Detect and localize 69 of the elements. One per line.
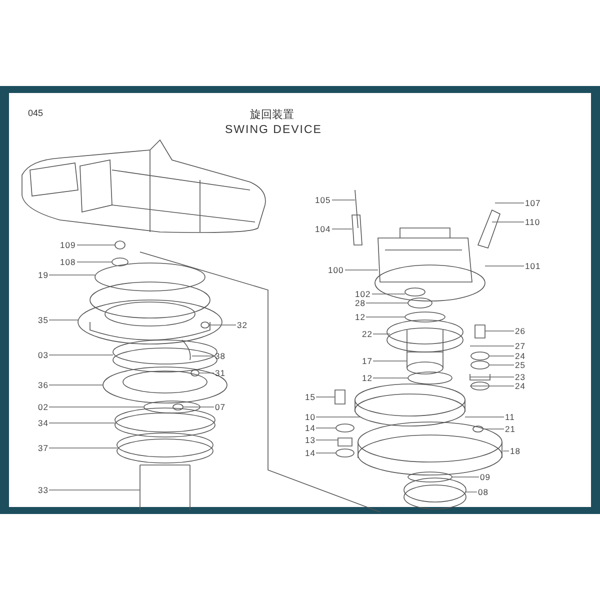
title: 旋回装置 — [250, 107, 294, 122]
callout-number: 38 — [215, 352, 226, 360]
callout-number: 24 — [515, 352, 526, 360]
leader-line — [48, 422, 116, 424]
leader-line — [316, 416, 360, 418]
leader-line — [76, 244, 116, 246]
callout-number: 26 — [515, 327, 526, 335]
callout-number: 100 — [328, 266, 344, 274]
callout-number: 10 — [305, 413, 316, 421]
leader-line — [208, 324, 236, 326]
callout-number: 14 — [305, 449, 316, 457]
callout-number: 18 — [510, 447, 520, 455]
leader-line — [366, 302, 408, 304]
callout-number: 24 — [515, 382, 526, 390]
callout-number: 109 — [60, 241, 76, 249]
callout-number: 07 — [215, 403, 226, 411]
callout-number: 17 — [362, 357, 372, 365]
callout-number: 36 — [38, 381, 48, 389]
leader-line — [482, 428, 504, 430]
callout-number: 13 — [305, 436, 316, 444]
callout-number: 110 — [525, 218, 540, 226]
callout-number: 107 — [525, 199, 541, 207]
callout-number: 33 — [38, 486, 48, 494]
callout-number: 03 — [38, 351, 48, 359]
leader-line — [332, 228, 352, 230]
callout-number: 31 — [215, 369, 226, 377]
callout-number: 102 — [355, 290, 371, 298]
callout-number: 104 — [315, 225, 331, 233]
leader-line — [48, 406, 144, 408]
leader-line — [198, 372, 214, 374]
leader-line — [452, 476, 480, 478]
callout-number: 35 — [38, 316, 48, 324]
callout-number: 37 — [38, 444, 48, 452]
callout-number: 25 — [515, 361, 526, 369]
leader-line — [48, 274, 96, 276]
callout-number: 101 — [525, 262, 541, 270]
callout-number: 108 — [60, 258, 76, 266]
callout-number: 32 — [237, 321, 248, 329]
callout-number: 09 — [480, 473, 490, 481]
callout-number: 28 — [355, 299, 366, 307]
leader-line — [488, 364, 514, 366]
callout-number: 15 — [305, 393, 316, 401]
callout-number: 02 — [38, 403, 48, 411]
leader-line — [494, 202, 524, 204]
leader-line — [484, 330, 514, 332]
callout-number: 11 — [505, 413, 515, 421]
leader-line — [182, 406, 214, 408]
callout-number: 23 — [515, 373, 526, 381]
page-number: 045 — [28, 108, 44, 118]
callout-number: 12 — [355, 313, 366, 321]
leader-line — [464, 416, 504, 418]
leader-line — [316, 452, 336, 454]
leader-line — [502, 450, 510, 452]
callout-number: 34 — [38, 419, 48, 427]
callout-number: 08 — [478, 488, 488, 496]
leader-line — [372, 360, 408, 362]
leader-line — [316, 396, 336, 398]
callout-number: 27 — [515, 342, 526, 350]
subtitle: SWING DEVICE — [225, 124, 322, 136]
leader-line — [48, 354, 114, 356]
leader-line — [366, 316, 406, 318]
callout-number: 105 — [315, 196, 331, 204]
callout-number: 14 — [305, 424, 316, 432]
callout-number: 12 — [362, 374, 372, 382]
leader-line — [48, 384, 104, 386]
leader-line — [470, 376, 514, 378]
callout-number: 22 — [362, 330, 372, 338]
callout-number: 21 — [505, 425, 516, 433]
callout-number: 19 — [38, 271, 48, 279]
